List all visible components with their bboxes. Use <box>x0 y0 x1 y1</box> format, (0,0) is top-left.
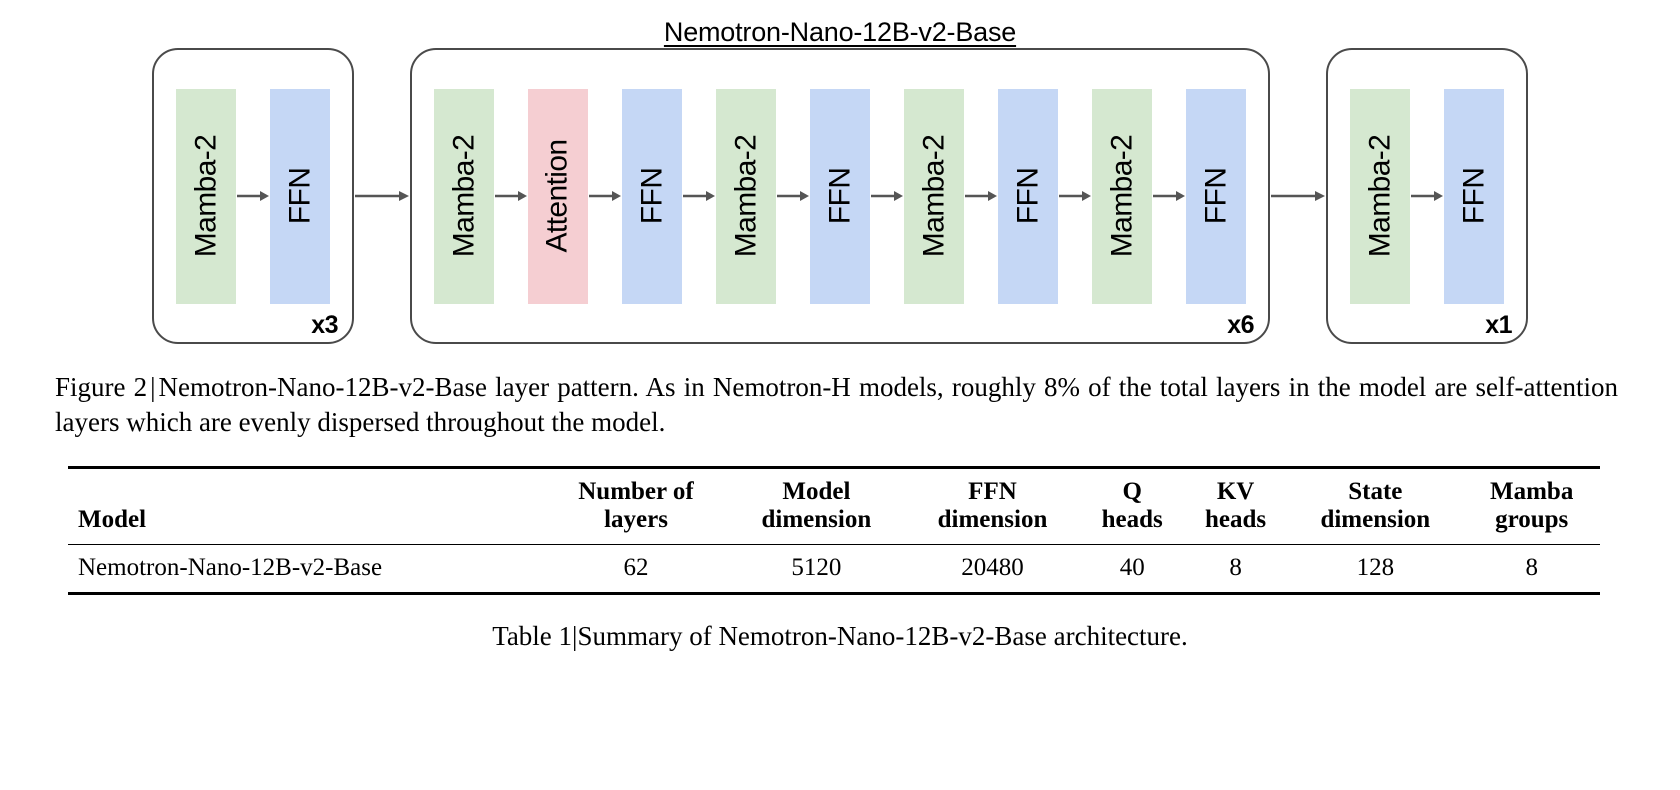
cell-ffn-dimension: 20480 <box>961 554 1024 582</box>
flow-arrow-icon <box>682 50 716 342</box>
figure-caption-prefix: Figure 2 <box>55 372 148 402</box>
table-header-row: Model Number of layers Model dimension F… <box>68 467 1600 545</box>
block-label: Mamba-2 <box>1363 134 1397 258</box>
layer-group-3: Mamba-2 FFN x1 <box>1326 48 1528 344</box>
header-line-1: FFN <box>968 478 1017 506</box>
layer-group-2-blocks: Mamba-2 Attention FFN Mamba-2 <box>434 50 1246 342</box>
flow-arrow-icon <box>494 50 528 342</box>
layer-group-2-count: x6 <box>1227 311 1254 339</box>
header-line-2: heads <box>1205 506 1267 534</box>
header-line-1: KV <box>1216 478 1255 506</box>
block-label: Mamba-2 <box>189 134 223 258</box>
header-line-1: State <box>1348 478 1403 506</box>
layer-group-1: Mamba-2 FFN x3 <box>152 48 354 344</box>
block-mamba-2: Mamba-2 <box>716 88 776 304</box>
architecture-table-wrapper: Model Number of layers Model dimension F… <box>68 466 1600 596</box>
flow-arrow-icon <box>870 50 904 342</box>
header-line-2: heads <box>1101 506 1163 534</box>
block-ffn: FFN <box>810 88 870 304</box>
column-header-q-heads: Q heads <box>1081 468 1184 545</box>
block-label: Mamba-2 <box>447 134 481 258</box>
block-label: FFN <box>634 167 668 225</box>
header-line-1: Model <box>78 506 147 534</box>
cell-state-dimension: 128 <box>1356 554 1395 582</box>
layer-group-1-count: x3 <box>311 311 338 339</box>
table-caption-text: Summary of Nemotron-Nano-12B-v2-Base arc… <box>577 621 1188 652</box>
block-label: Mamba-2 <box>1105 134 1139 258</box>
diagram-group-track: Mamba-2 FFN x3 Mamba-2 <box>152 48 1528 344</box>
cell-model-dimension: 5120 <box>791 554 842 582</box>
architecture-diagram: Mamba-2 FFN x3 Mamba-2 <box>0 36 1680 356</box>
block-mamba-2: Mamba-2 <box>176 88 236 304</box>
cell-kv-heads: 8 <box>1229 554 1242 582</box>
block-ffn: FFN <box>1186 88 1246 304</box>
block-mamba-2: Mamba-2 <box>1092 88 1152 304</box>
block-ffn: FFN <box>998 88 1058 304</box>
block-label: FFN <box>1198 167 1232 225</box>
block-label: FFN <box>822 167 856 225</box>
layer-group-3-count: x1 <box>1485 311 1512 339</box>
layer-group-2: Mamba-2 Attention FFN Mamba-2 <box>410 48 1270 344</box>
layer-group-1-blocks: Mamba-2 FFN <box>176 50 330 342</box>
block-mamba-2: Mamba-2 <box>434 88 494 304</box>
table-body: Nemotron-Nano-12B-v2-Base 62 5120 20480 … <box>68 544 1600 596</box>
figure-title: Nemotron-Nano-12B-v2-Base <box>0 0 1680 47</box>
block-ffn: FFN <box>1444 88 1504 304</box>
flow-arrow-icon <box>1152 50 1186 342</box>
header-line-1: Q <box>1122 478 1142 506</box>
header-line-1: Mamba <box>1490 478 1574 506</box>
bottom-rule-cell <box>68 594 1600 596</box>
header-line-2: layers <box>604 506 668 534</box>
figure-caption: Figure 2|Nemotron-Nano-12B-v2-Base layer… <box>55 370 1618 440</box>
header-line-1: Model <box>782 478 851 506</box>
block-ffn: FFN <box>270 88 330 304</box>
table-caption: Table 1|Summary of Nemotron-Nano-12B-v2-… <box>0 621 1680 652</box>
table-caption-separator: | <box>572 621 578 652</box>
group-connector-arrow-icon <box>1270 188 1326 204</box>
flow-arrow-icon <box>1058 50 1092 342</box>
flow-arrow-icon <box>776 50 810 342</box>
flow-arrow-icon <box>964 50 998 342</box>
flow-arrow-icon <box>236 50 270 342</box>
block-label: FFN <box>1010 167 1044 225</box>
table-row: Nemotron-Nano-12B-v2-Base 62 5120 20480 … <box>68 544 1600 594</box>
figure-title-text: Nemotron-Nano-12B-v2-Base <box>663 17 1017 47</box>
cell-model: Nemotron-Nano-12B-v2-Base <box>78 554 383 582</box>
architecture-table: Model Number of layers Model dimension F… <box>68 466 1600 596</box>
header-line-1: Number of <box>578 478 694 506</box>
header-line-2: dimension <box>1320 506 1431 534</box>
column-header-state-dimension: State dimension <box>1287 468 1463 545</box>
group-connector-arrow-icon <box>354 188 410 204</box>
block-ffn: FFN <box>622 88 682 304</box>
table-header: Model Number of layers Model dimension F… <box>68 467 1600 545</box>
column-header-model: Model <box>68 468 544 545</box>
column-header-mamba-groups: Mamba groups <box>1463 468 1600 545</box>
cell-q-heads: 40 <box>1119 554 1145 582</box>
table-caption-prefix: Table 1 <box>492 621 573 652</box>
column-header-model-dimension: Model dimension <box>728 468 904 545</box>
header-line-2: dimension <box>937 506 1048 534</box>
block-label: FFN <box>282 167 316 225</box>
figure-caption-text: Nemotron-Nano-12B-v2-Base layer pattern.… <box>55 372 1618 438</box>
block-label: FFN <box>1456 167 1490 225</box>
header-line-2: dimension <box>761 506 872 534</box>
flow-arrow-icon <box>1410 50 1444 342</box>
block-mamba-2: Mamba-2 <box>904 88 964 304</box>
column-header-ffn-dimension: FFN dimension <box>904 468 1080 545</box>
column-header-number-of-layers: Number of layers <box>544 468 729 545</box>
block-label: Mamba-2 <box>917 134 951 258</box>
layer-group-3-blocks: Mamba-2 FFN <box>1350 50 1504 342</box>
table-bottom-rule <box>68 593 1600 596</box>
flow-arrow-icon <box>588 50 622 342</box>
block-label: Attention <box>541 139 574 253</box>
cell-mamba-groups: 8 <box>1525 554 1538 582</box>
block-mamba-2: Mamba-2 <box>1350 88 1410 304</box>
header-line-2: groups <box>1495 506 1569 534</box>
figure-caption-separator: | <box>150 372 156 402</box>
block-label: Mamba-2 <box>729 134 763 258</box>
column-header-kv-heads: KV heads <box>1184 468 1287 545</box>
block-attention: Attention <box>528 88 588 304</box>
cell-num-layers: 62 <box>623 554 649 582</box>
